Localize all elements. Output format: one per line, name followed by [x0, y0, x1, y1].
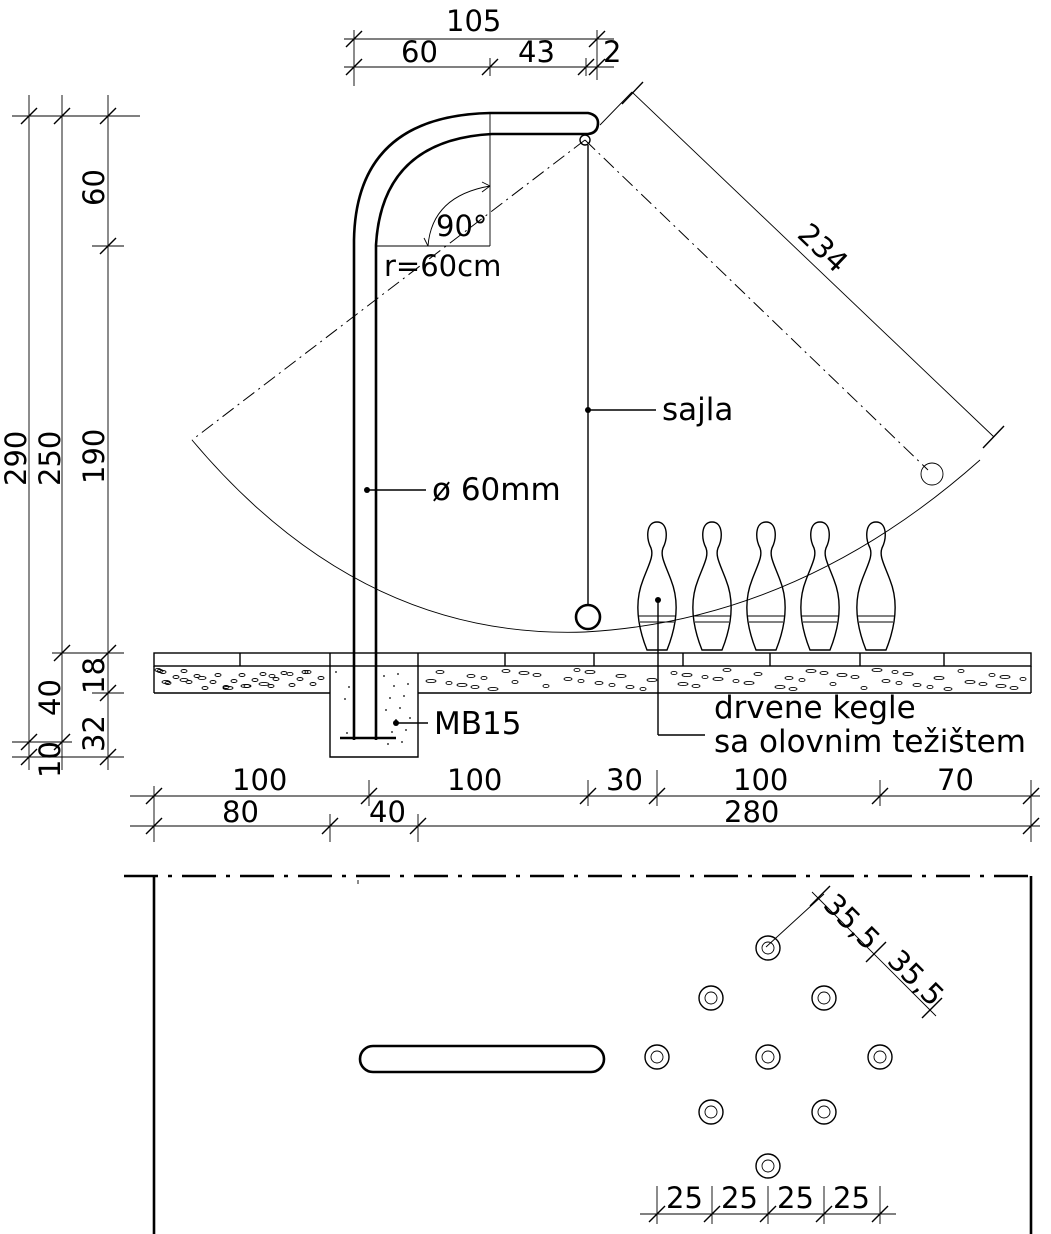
ground-section: MB15 [153, 652, 1032, 758]
pin-elevation [800, 521, 840, 651]
pins-label-group: drvene kegle sa olovnim težištem [655, 597, 1026, 760]
plan-view: 35,5 35,5 25 25 25 25 [124, 874, 1036, 1234]
dim-left-lower-b: 18 [77, 657, 111, 694]
foundation-label: MB15 [434, 706, 521, 742]
pin-plan [811, 1099, 837, 1125]
pin-plan [811, 985, 837, 1011]
dim-left-overall-2: 250 [33, 431, 67, 486]
dim-bottom-row1-1: 100 [232, 763, 287, 797]
dim-left-middle: 190 [77, 429, 111, 484]
dim-bottom-row1-2: 100 [447, 763, 502, 797]
pins-label-line-2: sa olovnim težištem [714, 724, 1026, 760]
cable-label: sajla [662, 392, 733, 428]
dim-left-lower-c: 32 [77, 715, 111, 752]
pin-elevation [856, 521, 896, 651]
dim-pin-diag-1: 35,5 [817, 887, 887, 957]
pin-plan [755, 1153, 781, 1179]
dim-top-overall: 105 [446, 4, 501, 38]
pipe-label: ø 60mm [432, 472, 561, 508]
pin-plan [755, 1044, 781, 1070]
bottom-dimensions: 100 100 30 100 70 80 40 280 [130, 763, 1040, 842]
gallows-pipe: 90° r=60cm [352, 111, 600, 740]
dim-bottom-row2-2: 40 [369, 795, 406, 829]
pin-plan [867, 1044, 893, 1070]
dim-swing-radius: 234 [791, 216, 855, 279]
pin-elevation [637, 521, 677, 651]
dim-top-part-1: 60 [401, 35, 438, 69]
dim-top-part-2: 43 [518, 35, 555, 69]
pin-plan [698, 985, 724, 1011]
dim-pin-diag-2: 35,5 [881, 943, 951, 1013]
dim-bottom-row1-5: 70 [937, 763, 974, 797]
dim-pin-spacing-2: 25 [721, 1181, 758, 1215]
pin-plan [755, 935, 781, 961]
pin-elevation [692, 521, 732, 651]
dim-left-lower-a: 40 [33, 679, 67, 716]
ball-track-slot [358, 1044, 606, 1074]
pins-elevation [637, 521, 896, 651]
pipe-label-group: ø 60mm [364, 472, 561, 508]
dim-bottom-row2-3: 280 [724, 795, 779, 829]
dim-top-part-3: 2 [603, 35, 621, 69]
pin-plan [644, 1044, 670, 1070]
dim-bottom-row1-4: 100 [733, 763, 788, 797]
left-dimensions: 290 250 60 190 40 18 32 10 [0, 95, 140, 778]
dim-bottom-row2-1: 80 [222, 795, 259, 829]
dim-left-upper: 60 [77, 169, 111, 206]
dim-left-overall-1: 290 [0, 431, 33, 486]
pin-elevation [746, 521, 786, 651]
dim-bottom-row1-3: 30 [606, 763, 643, 797]
top-dimensions: 105 60 43 2 [344, 4, 621, 86]
bend-radius-label: r=60cm [384, 249, 501, 283]
angle-label: 90° [436, 209, 487, 243]
cable-and-ball: sajla [574, 134, 733, 631]
pins-label-line-1: drvene kegle [714, 690, 916, 726]
pin-plan [698, 1099, 724, 1125]
dim-left-lower-d: 10 [33, 741, 67, 778]
dim-pin-spacing-1: 25 [666, 1181, 703, 1215]
pins-plan [644, 935, 893, 1179]
dim-pin-spacing-3: 25 [777, 1181, 814, 1215]
swing-geometry [191, 139, 981, 633]
dim-pin-spacing-4: 25 [833, 1181, 870, 1215]
swing-radius-dimension: 234 [599, 81, 1005, 449]
